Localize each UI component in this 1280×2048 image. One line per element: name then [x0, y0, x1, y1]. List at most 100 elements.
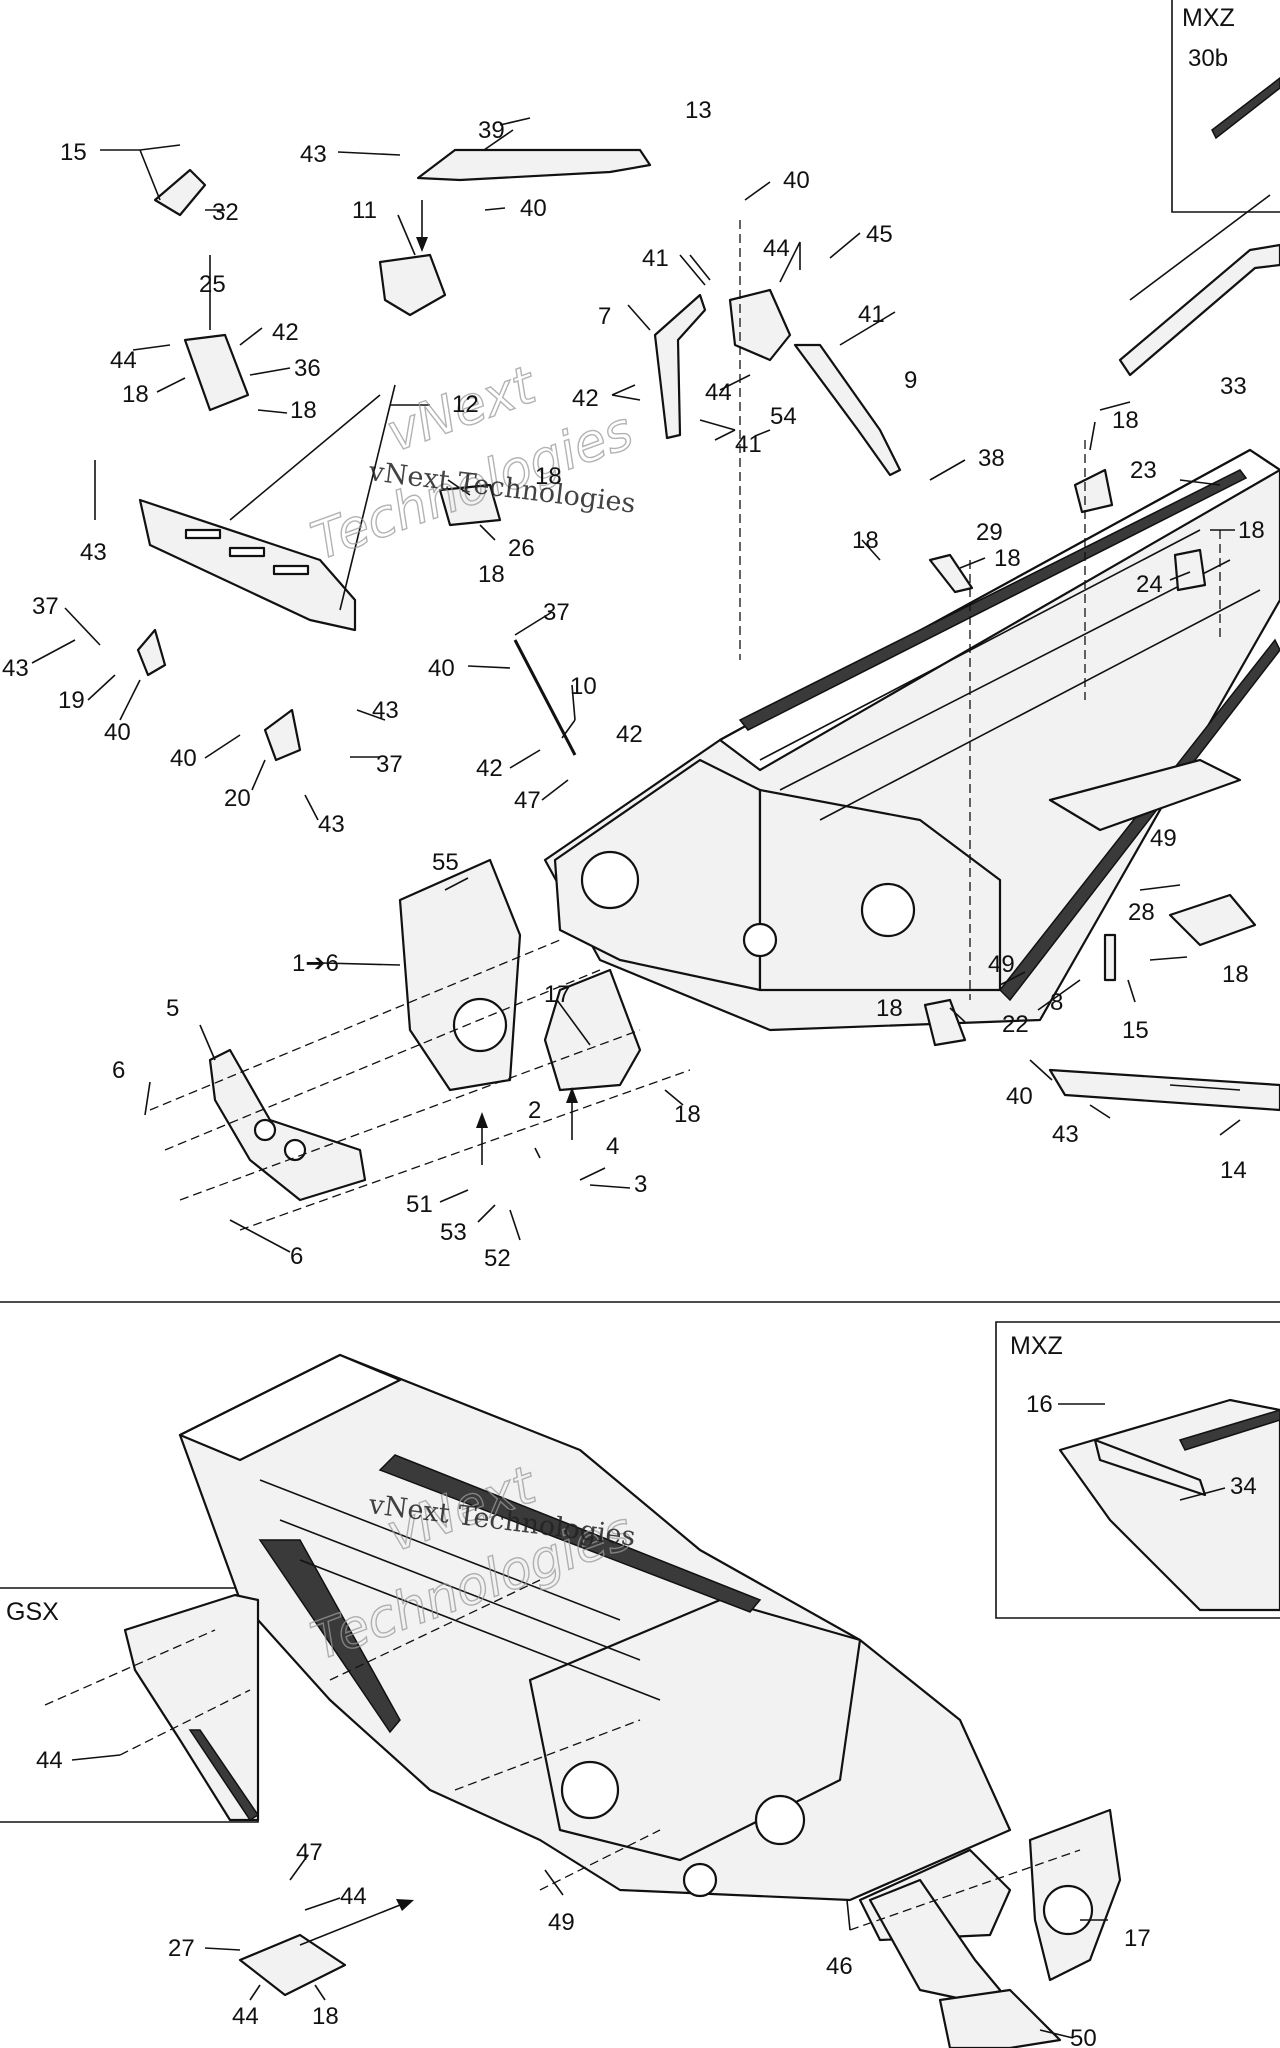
handlebar-bar: [416, 148, 652, 182]
inset-part-30b: [1211, 77, 1280, 140]
callout: 40: [170, 745, 197, 772]
callout: 17: [544, 981, 571, 1008]
inset-title-gsx: GSX: [6, 1598, 59, 1626]
callout: 53: [440, 1219, 467, 1246]
callout: 7: [598, 303, 611, 330]
callout: 14: [1220, 1157, 1247, 1184]
callout: 46: [826, 1953, 853, 1980]
callout: 36: [294, 355, 321, 382]
callout: 40: [520, 195, 547, 222]
callout: 44: [705, 379, 732, 406]
footrest-28: [1168, 893, 1257, 947]
callout: 44: [110, 347, 137, 374]
bracket-9: [793, 343, 902, 477]
callout: 43: [1052, 1121, 1079, 1148]
callout: 26: [508, 535, 535, 562]
callout: 40: [783, 167, 810, 194]
callout: 6: [290, 1243, 303, 1270]
callout: 18: [1222, 961, 1249, 988]
chassis-bottom: [178, 1353, 1012, 1942]
callout-30b: 30b: [1188, 45, 1228, 72]
callout: 6: [112, 1057, 125, 1084]
callout: 44: [232, 2003, 259, 2030]
callout: 15: [1122, 1017, 1149, 1044]
callout: 18: [122, 381, 149, 408]
arrow-head: [566, 1087, 578, 1103]
callout: 38: [978, 445, 1005, 472]
callout: 18: [674, 1101, 701, 1128]
callout: 54: [770, 403, 797, 430]
callout: 18: [312, 2003, 339, 2030]
bracket-26: [438, 483, 502, 527]
callout: 42: [272, 319, 299, 346]
callout: 47: [514, 787, 541, 814]
callout: 51: [406, 1191, 433, 1218]
callout: 44: [36, 1747, 63, 1774]
callout: 41: [858, 301, 885, 328]
mxz-inset-frame: [1058, 1398, 1280, 1612]
callout: 9: [904, 367, 917, 394]
inset-title-mxz-top: MXZ: [1182, 4, 1235, 32]
front-suspension-bottom: [868, 1808, 1122, 2048]
chassis-top: [543, 448, 1280, 1032]
callout: 18: [994, 545, 1021, 572]
callout: 18: [1112, 407, 1139, 434]
callout: 37: [543, 599, 570, 626]
assembly-arrow: [299, 1904, 401, 1946]
callout: 42: [616, 721, 643, 748]
callout: 41: [642, 245, 669, 272]
callout: 15: [60, 139, 87, 166]
callout: 55: [432, 849, 459, 876]
callout: 23: [1130, 457, 1157, 484]
bracket-23: [1073, 468, 1114, 514]
callout: 19: [58, 687, 85, 714]
callout: 18: [852, 527, 879, 554]
callout: 2: [528, 1097, 541, 1124]
bracket-32: [153, 168, 207, 217]
callout: 42: [572, 385, 599, 412]
inset-box-mxz-bottom: [995, 1321, 1280, 1619]
callout: 3: [634, 1171, 647, 1198]
footrest-27: [238, 1933, 347, 1997]
callout: 1➔6: [292, 950, 339, 977]
alignment-lines-top: [149, 220, 1221, 1231]
bracket-8: [1103, 933, 1117, 982]
callout: 20: [224, 785, 251, 812]
callout: 27: [168, 1935, 195, 1962]
callout: 45: [866, 221, 893, 248]
callout: 12: [452, 391, 479, 418]
callout: 43: [372, 697, 399, 724]
bracket-19: [136, 628, 167, 677]
callout: 18: [290, 397, 317, 424]
callout: 49: [988, 951, 1015, 978]
callout: 5: [166, 995, 179, 1022]
callout: 44: [340, 1883, 367, 1910]
callout: 29: [976, 519, 1003, 546]
callout: 42: [476, 755, 503, 782]
callout: 41: [735, 431, 762, 458]
bracket-20: [263, 708, 302, 762]
callout: 25: [199, 271, 226, 298]
callout: 24: [1136, 571, 1163, 598]
callout: 32: [212, 199, 239, 226]
callout: 49: [548, 1909, 575, 1936]
rear-bumper-bar: [1118, 194, 1280, 377]
callout: 52: [484, 1245, 511, 1272]
arrow-head: [396, 1899, 414, 1911]
arrow-head: [476, 1112, 488, 1128]
callout: 37: [376, 751, 403, 778]
callout: 18: [876, 995, 903, 1022]
inset-box-mxz-top: [1171, 0, 1280, 213]
callout: 16: [1026, 1391, 1053, 1418]
callout: 28: [1128, 899, 1155, 926]
callout: 4: [606, 1133, 619, 1160]
callout: 40: [104, 719, 131, 746]
callout: 8: [1050, 989, 1063, 1016]
bracket-7: [653, 293, 707, 440]
bracket-11: [378, 253, 447, 317]
callout: 43: [300, 141, 327, 168]
bracket-29: [928, 553, 974, 594]
callout: 33: [1220, 373, 1247, 400]
callout: 50: [1070, 2025, 1097, 2048]
